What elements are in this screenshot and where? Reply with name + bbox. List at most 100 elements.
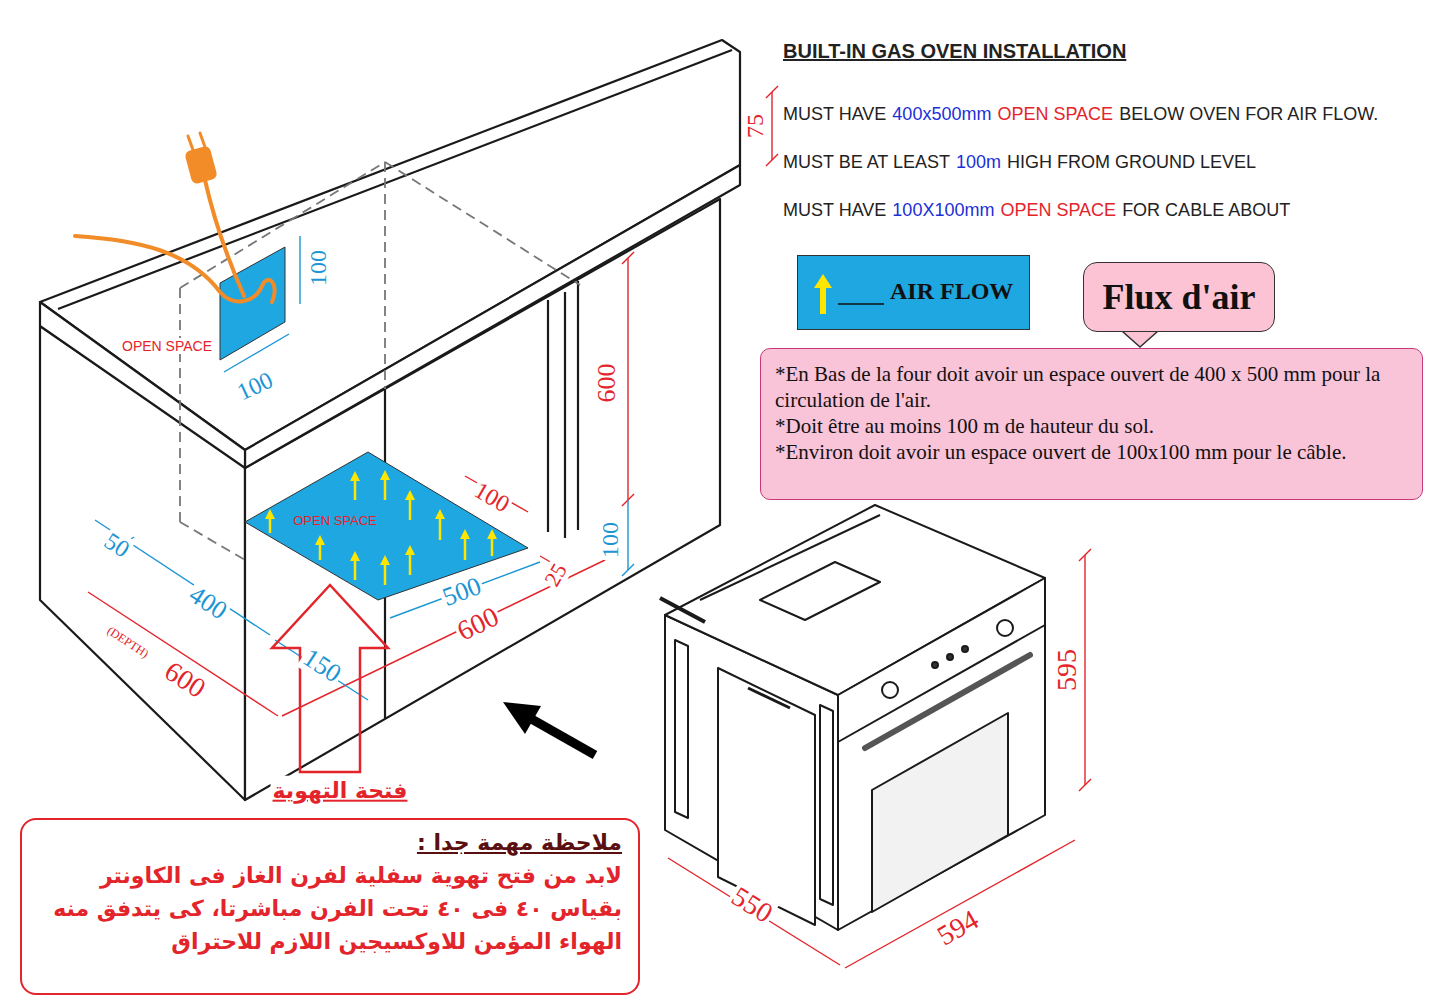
air-arrow: [384, 560, 387, 585]
insert-arrow: [503, 702, 595, 755]
dashed-line: [180, 522, 245, 560]
dim-tick: [1079, 779, 1091, 791]
requirement-text: MUST HAVE: [783, 200, 886, 220]
oven-knob: [997, 620, 1013, 636]
dimension-label: 595: [1052, 647, 1082, 693]
dim-line: [224, 334, 289, 372]
dim-line: [88, 592, 278, 716]
cable-wire: [75, 236, 275, 302]
requirement-text: BELOW OVEN FOR AIR FLOW.: [1119, 104, 1378, 124]
air-arrow: [464, 534, 467, 560]
note-line: *En Bas de la four doit avoir un espace …: [775, 361, 1408, 413]
note-heading: Flux d'air: [1102, 276, 1255, 318]
dim-line: [1084, 555, 1085, 785]
air-arrow: [319, 540, 322, 560]
requirement-text: HIGH FROM GROUND LEVEL: [1007, 152, 1256, 172]
dim-tick: [622, 252, 634, 264]
floor-open-space: [245, 452, 528, 600]
requirement-line: MUST HAVE 400x500mm OPEN SPACE BELOW OVEN F…: [783, 104, 1384, 126]
requirement-text: OPEN SPACE: [1000, 200, 1116, 220]
dim-tick: [766, 86, 778, 98]
air-arrow: [491, 534, 494, 556]
dim-tick: [766, 154, 778, 166]
dashed-line: [384, 162, 386, 389]
dashed-line: [179, 288, 181, 522]
opening-inner-edge: [564, 292, 566, 538]
air-arrow: [409, 550, 412, 575]
legend-box: AIR FLOW: [797, 255, 1030, 330]
speech-bubble: Flux d'air: [1083, 262, 1275, 332]
requirement-text: FOR CABLE ABOUT: [1122, 200, 1290, 220]
dimension-label: 75: [742, 112, 768, 140]
note-panel: *En Bas de la four doit avoir un espace …: [760, 348, 1423, 500]
air-arrow: [269, 514, 272, 533]
dim-line: [95, 520, 270, 635]
oven-gas-pipe: [660, 598, 705, 622]
requirement-line: MUST BE AT LEAST 100m HIGH FROM GROUND LEV…: [783, 152, 1262, 174]
bubble-tail: [1122, 331, 1158, 347]
dim-line: [627, 500, 628, 570]
title-heading: BUILT-IN GAS OVEN INSTALLATION: [783, 40, 1126, 63]
opening-inner-edge: [547, 300, 549, 532]
legend-text: AIR FLOW: [890, 278, 1013, 305]
dim-line: [390, 562, 540, 618]
cabinet: [40, 40, 740, 800]
air-arrow: [354, 476, 357, 500]
air-arrow: [409, 495, 412, 520]
counter-left-edge: [40, 302, 245, 468]
dim-tick: [1079, 549, 1091, 561]
counter-front-edge: [245, 165, 740, 468]
oven-button: [947, 654, 953, 660]
control-panel-edge: [838, 625, 1045, 742]
oven: [660, 505, 1045, 930]
oven-front: [838, 578, 1045, 930]
requirement-text: MUST HAVE: [783, 104, 886, 124]
vent-label: فتحة التهوية: [271, 776, 410, 807]
ventilation-arrow: [272, 585, 388, 772]
oven-window: [872, 713, 1008, 912]
air-arrow: [384, 475, 387, 500]
requirement-text: 400x500mm: [892, 104, 991, 124]
requirement-text: 100X100mm: [892, 200, 994, 220]
oven-side-slot: [820, 705, 833, 905]
dimension-label: 100: [597, 520, 623, 560]
backsplash-line: [58, 50, 732, 309]
note-line: *Environ doit avoir un espace ouvert de …: [775, 439, 1408, 465]
air-flow-arrows: [270, 475, 492, 585]
oven-side-slot: [675, 640, 688, 818]
requirement-text: OPEN SPACE: [997, 104, 1113, 124]
air-arrow: [439, 514, 442, 540]
plug-wire: [205, 180, 244, 296]
oven-button: [962, 646, 968, 652]
oven-knob: [882, 682, 898, 698]
oven-button: [932, 662, 938, 668]
open-space-label: OPEN SPACE: [120, 338, 214, 354]
legend-line: [838, 303, 884, 305]
power-cable: [75, 133, 275, 302]
opening-right-edge: [577, 281, 579, 530]
oven-side-handle: [748, 688, 790, 708]
oven-top-vent: [760, 562, 880, 620]
arabic-note-box: ملاحظة مهمة جدا :لابد من فتح تهوية سفلية…: [20, 818, 640, 995]
plug-prong: [188, 136, 193, 150]
dimension-label: 594: [931, 904, 986, 953]
requirement-line: MUST HAVE 100X100mm OPEN SPACE FOR CABLE AB…: [783, 200, 1296, 222]
plug-body: [186, 148, 215, 183]
dimension-label: 600: [593, 362, 621, 405]
requirement-text: MUST BE AT LEAST: [783, 152, 950, 172]
oven-side-panel: [718, 668, 815, 925]
requirement-text: 100m: [956, 152, 1001, 172]
dim-line: [627, 258, 628, 500]
note-line: *Doit être au moins 100 m de hauteur du …: [775, 413, 1408, 439]
air-arrow: [354, 556, 357, 580]
dim-tick: [622, 564, 634, 576]
plug-prong: [200, 133, 205, 147]
insert-arrow-shaft: [528, 717, 595, 755]
legend-arrow: [814, 274, 832, 314]
note-text: لابد من فتح تهوية سفلية لفرن الغاز فى ال…: [38, 859, 622, 958]
legend-sample: [798, 256, 888, 329]
note-heading: ملاحظة مهمة جدا :: [38, 826, 622, 859]
dim-line: [299, 236, 300, 304]
dashed-line: [385, 162, 580, 285]
